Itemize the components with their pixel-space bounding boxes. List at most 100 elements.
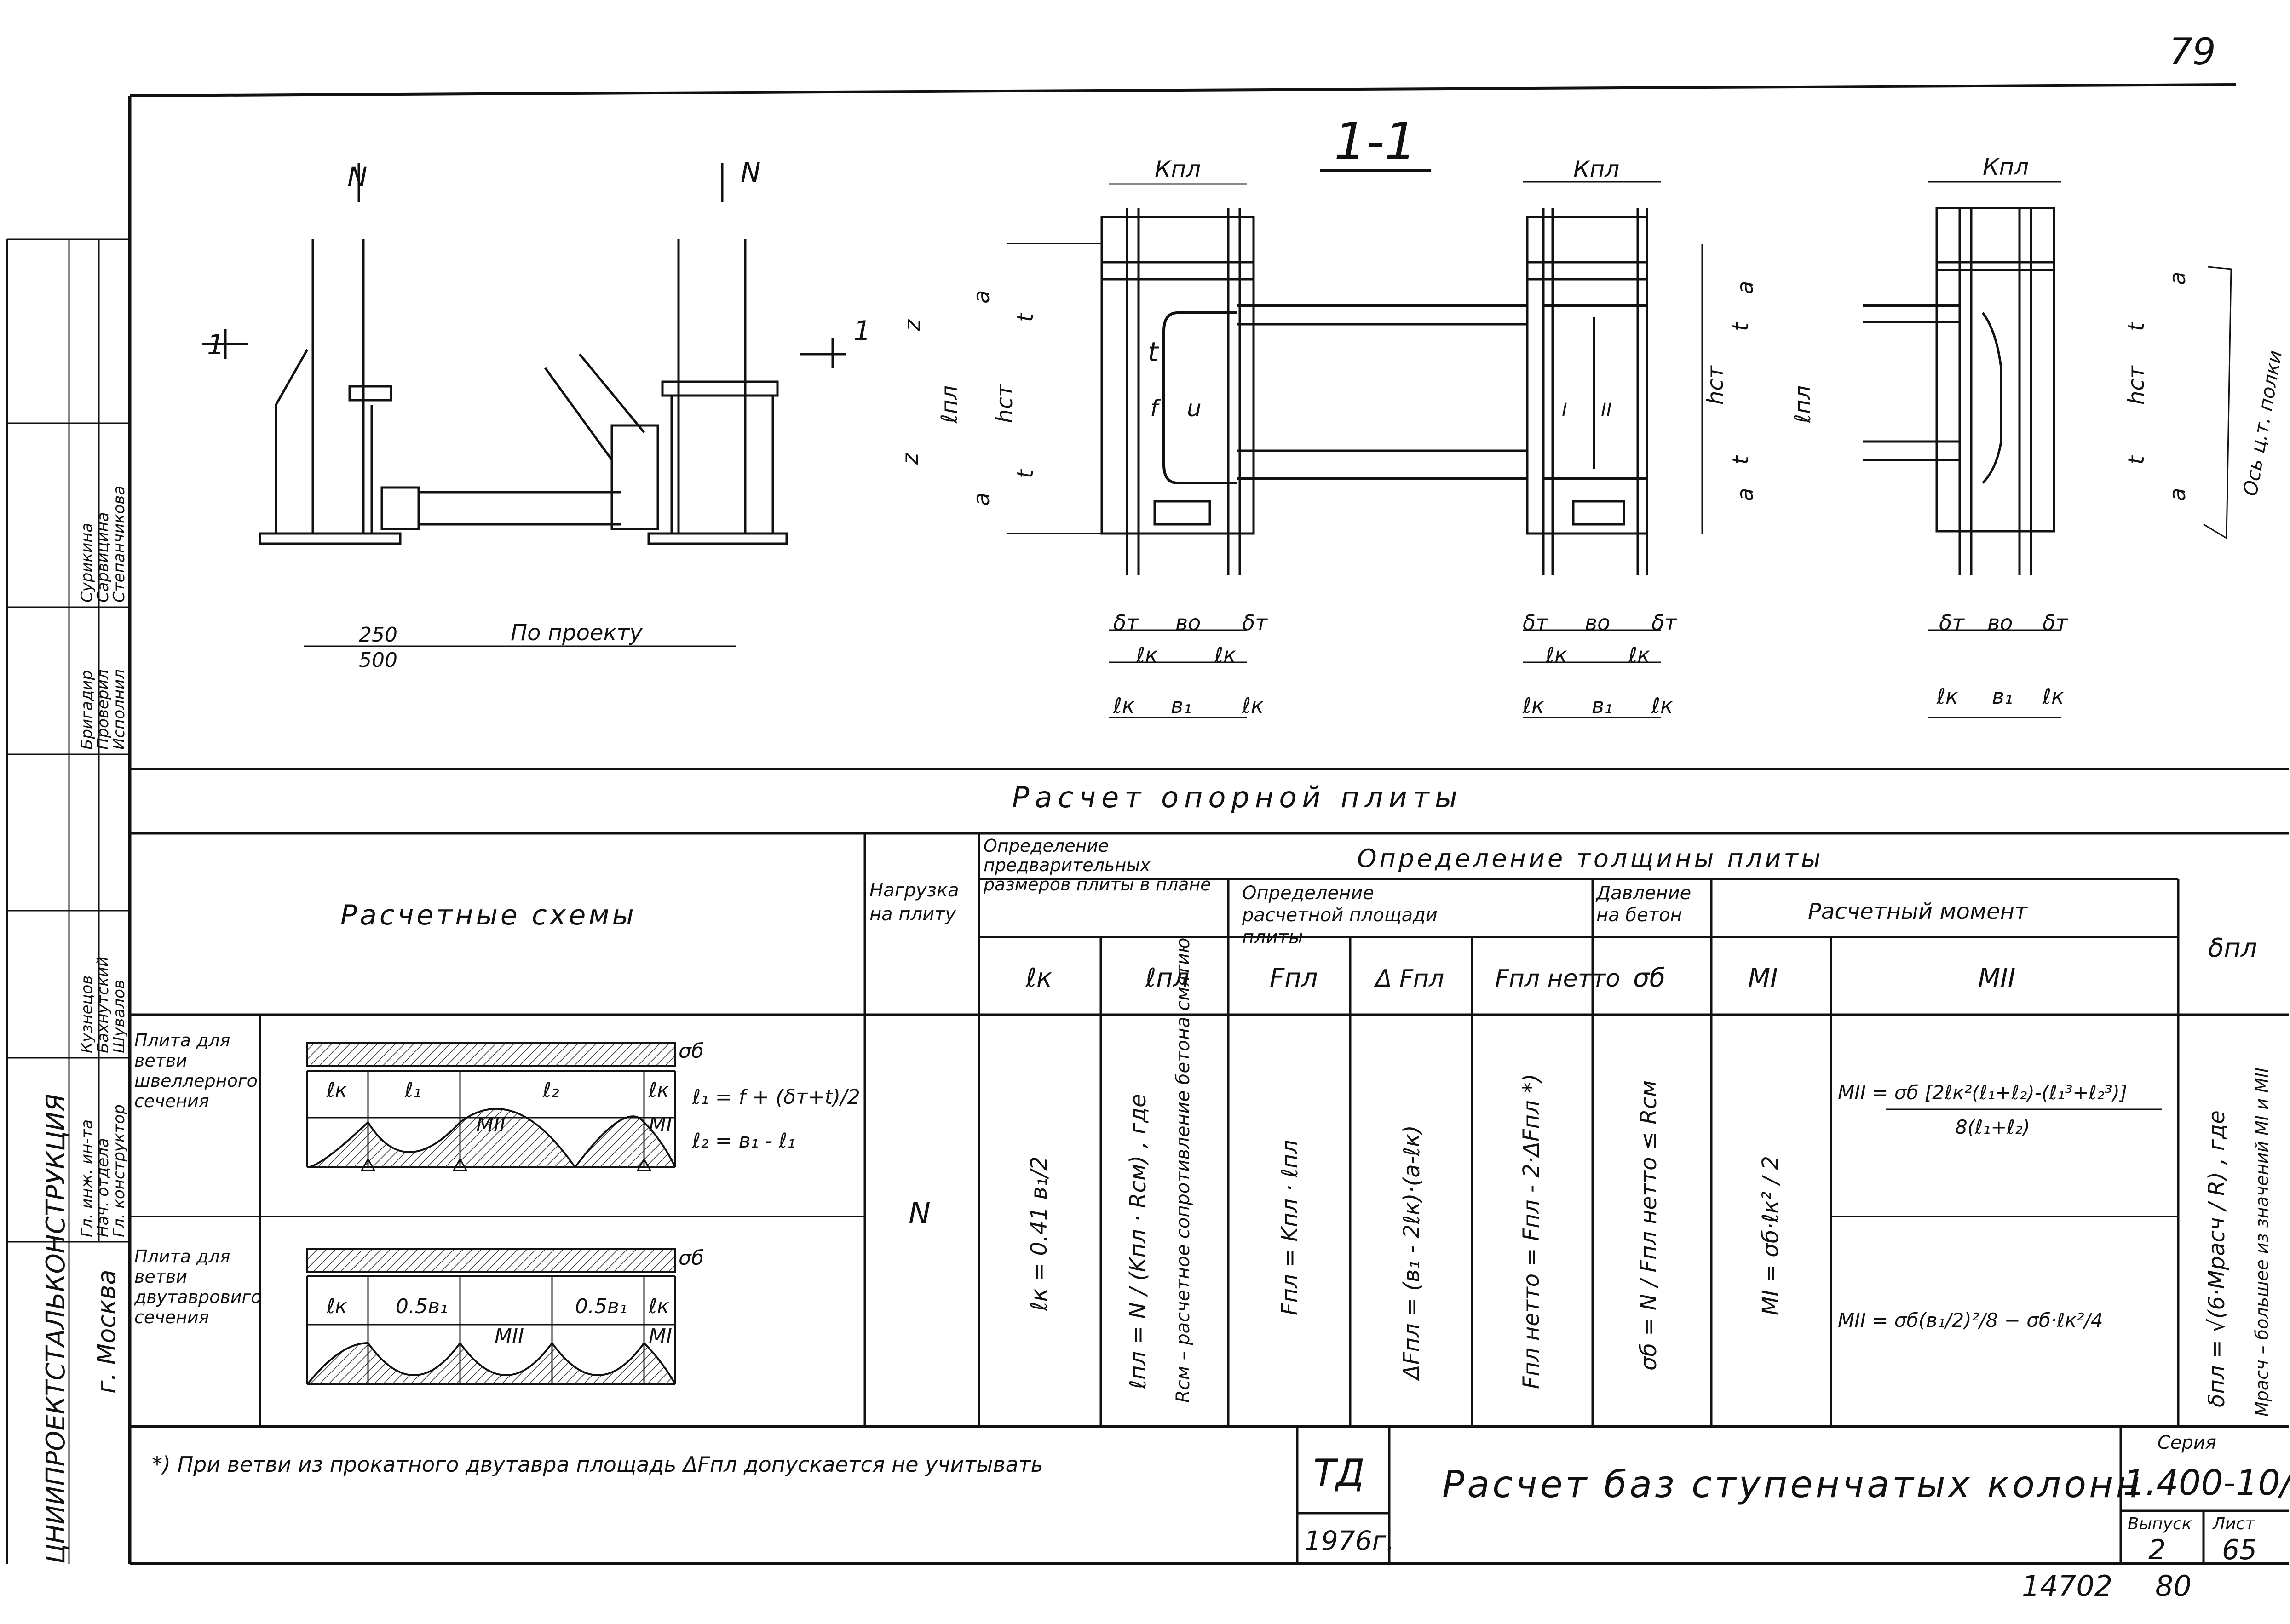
s1-eq2: ℓ₂ = в₁ - ℓ₁	[692, 1129, 795, 1153]
s1-lk-left: ℓк	[326, 1079, 347, 1102]
a-label-1: a	[969, 290, 995, 304]
s1-lk-right: ℓк	[648, 1079, 669, 1102]
s2-sigma: σб	[679, 1246, 704, 1270]
roman-2-label: II	[1601, 400, 1612, 421]
h-dpl: δпл	[2208, 933, 2257, 963]
per-project-label: По проекту	[511, 620, 643, 646]
b1-1: в₁	[1171, 693, 1192, 718]
f-label-plan1: f	[1150, 395, 1161, 422]
s2-lk-left: ℓк	[326, 1295, 347, 1318]
name-kuznetsov: Кузнецов	[78, 976, 96, 1053]
force-n-left: N	[347, 161, 367, 193]
grp-moment: Расчетный момент	[1808, 899, 2028, 924]
h-dfpl: Δ Fпл	[1374, 965, 1444, 993]
name-stepanchikova: Степанчикова	[110, 486, 128, 603]
role-chief-engineer: Гл. инж. ин-та	[78, 1119, 96, 1237]
grp-prelim-header: Определение предварительных размеров пли…	[984, 836, 1211, 895]
flange-axis-label: Ось ц.т. полки	[2239, 349, 2287, 498]
section-title: 1-1	[1334, 112, 1417, 171]
h-fpl: Fпл	[1270, 963, 1318, 993]
delta-t-5: δт	[1939, 610, 1965, 635]
z-label-top: z	[900, 319, 926, 332]
issue-label: Выпуск	[2128, 1515, 2192, 1533]
b0-2: во	[1585, 610, 1610, 635]
formula-m2-row1-den: 8(ℓ₁+ℓ₂)	[1955, 1116, 2030, 1138]
series-label: Серия	[2158, 1432, 2216, 1453]
year-label: 1976г.	[1304, 1525, 1395, 1556]
row2-title: Плита для ветви двутавровиго сечения	[134, 1246, 262, 1327]
s1-sigma: σб	[679, 1039, 704, 1063]
sheet-label: Лист	[2212, 1515, 2255, 1533]
city-label: г. Москва	[92, 1269, 121, 1394]
hst-label-2: hст	[1703, 365, 1728, 405]
a-label-4: a	[1732, 488, 1758, 501]
formula-lpl: ℓпл = N / (Kпл · Rсм) , где	[1125, 1094, 1151, 1389]
b0-3: во	[1987, 610, 2013, 635]
formula-fpl: Fпл = Kпл · ℓпл	[1277, 1140, 1303, 1315]
lk-9: ℓк	[1936, 684, 1958, 709]
role-dept-head: Нач. отдела	[94, 1138, 112, 1237]
kpl-label-2: Кпл	[1573, 156, 1619, 183]
t-label-plan1: t	[1148, 336, 1159, 367]
lk-10: ℓк	[2042, 684, 2064, 709]
b1-3: в₁	[1992, 684, 2013, 709]
col-load-header: Нагрузка на плиту	[869, 880, 959, 925]
s2-m1: MI	[649, 1325, 672, 1348]
delta-t-6: δт	[2043, 610, 2068, 635]
kpl-label-3: Кпл	[1983, 154, 2029, 180]
formula-dfpl: ΔFпл = (в₁ - 2ℓк)·(a-ℓк)	[1399, 1125, 1425, 1382]
s2-lk-right: ℓк	[648, 1295, 669, 1318]
hst-label-1: hст	[992, 383, 1018, 423]
t-label-1: t	[1013, 312, 1038, 322]
force-n-right: N	[741, 157, 760, 188]
formula-lpl-note: Rсм – расчетное сопротивление бетона смя…	[1173, 938, 1194, 1403]
s1-eq1: ℓ₁ = f + (δт+t)/2	[692, 1085, 860, 1109]
s1-l1: ℓ₁	[404, 1079, 421, 1102]
a-label-6: a	[2165, 488, 2191, 501]
grp-thickness: Определение толщины плиты	[1357, 844, 1823, 873]
name-surikina: Сурикина	[78, 523, 96, 603]
issue-value: 2	[2148, 1534, 2166, 1566]
s1-m2: MII	[476, 1113, 506, 1136]
lk-5: ℓк	[1545, 643, 1567, 667]
s1-l2: ℓ₂	[542, 1079, 559, 1102]
t-label-5: t	[2123, 321, 2149, 331]
col-schemes-header: Расчетные схемы	[340, 899, 637, 931]
org-name: ЦНИИПРОЕКТСТАЛЬКОНСТРУКЦИЯ	[41, 1094, 71, 1564]
bottom-number-left: 14702	[2022, 1569, 2112, 1603]
grp-area-header: Определение расчетной площади плиты	[1242, 883, 1438, 948]
formula-sigma: σб = N / Fпл нетто ≤ Rсм	[1636, 1080, 1662, 1371]
formula-m2-row2: MII = σб(в₁/2)²/8 − σб·ℓк²/4	[1838, 1309, 2103, 1331]
load-value: N	[909, 1197, 931, 1231]
grp-pressure-header: Давление на бетон	[1596, 883, 1692, 926]
role-executed: Исполнил	[110, 669, 128, 750]
dim-500: 500	[359, 648, 397, 672]
formula-fnet: Fпл нетто = Fпл - 2·ΔFпл *)	[1519, 1073, 1544, 1389]
sheet-value: 65	[2222, 1534, 2257, 1566]
sheet-number-top: 79	[2169, 30, 2216, 73]
table-main-title: Расчет опорной плиты	[1012, 780, 1463, 814]
s1-m1: MI	[649, 1113, 672, 1136]
section-mark-right: 1	[853, 315, 871, 347]
lk-3: ℓк	[1113, 693, 1135, 718]
delta-t-2: δт	[1242, 610, 1268, 635]
hst-label-3: hст	[2123, 365, 2149, 405]
t-label-4: t	[1728, 455, 1754, 465]
delta-t-1: δт	[1113, 610, 1139, 635]
h-fnet: Fпл нетто	[1495, 965, 1620, 993]
b0-1: во	[1175, 610, 1201, 635]
role-checked: Проверил	[94, 670, 112, 750]
formula-lk: ℓк = 0.41 в₁/2	[1026, 1156, 1052, 1311]
row1-title: Плита для ветви швеллерного сечения	[134, 1030, 258, 1111]
delta-t-4: δт	[1651, 610, 1677, 635]
name-bakhnutsky: Бахнутский	[94, 957, 112, 1053]
t-label-3: t	[1728, 321, 1754, 331]
s2-half-right: 0.5в₁	[575, 1295, 627, 1318]
z-label-bottom: z	[898, 452, 923, 465]
s2-half-left: 0.5в₁	[396, 1295, 448, 1318]
b1-2: в₁	[1592, 693, 1613, 718]
name-shuvalov: Шувалов	[110, 980, 128, 1053]
drawing-title: Расчет баз ступенчатых колонн	[1442, 1463, 2143, 1506]
footnote: *) При ветви из прокатного двутавра площ…	[152, 1452, 1043, 1477]
lpl-label-2: ℓпл	[1790, 385, 1816, 424]
